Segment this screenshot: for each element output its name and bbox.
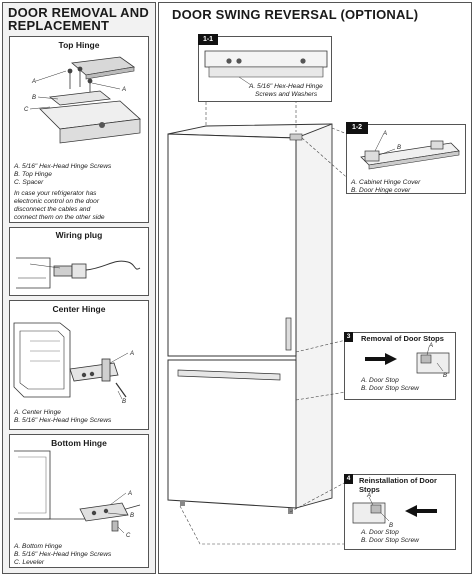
top-hinge-callout-a2: A (121, 87, 126, 93)
top-hinge-legend: A. 5/16" Hex-Head Hinge Screws B. Top Hi… (14, 163, 111, 187)
note-line-1: In case your refrigerator has (14, 190, 97, 197)
bottom-hinge-callout-b: B (130, 513, 134, 519)
top-hinge-legend-a: A. 5/16" Hex-Head Hinge Screws (14, 163, 112, 170)
top-hinge-illustration: A B C A (24, 56, 141, 144)
step-1-2-legend: A. Cabinet Hinge Cover B. Door Hinge cov… (351, 179, 420, 195)
step-1-1-legend: A. 5/16" Hex-Head Hinge Screws and Washe… (249, 83, 323, 99)
bottom-hinge-legend-c: C. Leveler (14, 559, 45, 566)
step-4-badge: 4 (344, 474, 353, 484)
step-3-badge: 3 (344, 332, 353, 342)
center-hinge-title: Center Hinge (52, 304, 106, 314)
center-hinge-legend-b: B. 5/16" Hex-Head Hinge Screws (14, 417, 112, 424)
center-hinge-legend-a: A. Center Hinge (14, 409, 61, 416)
step-3-illustration: A B (365, 343, 450, 379)
step-1-2-box: A B A. Cabinet Hinge Cover B. Door Hinge… (346, 124, 466, 194)
step-4-callout-b: B (389, 523, 393, 529)
left-title-line-2: REPLACEMENT (8, 18, 110, 33)
bottom-hinge-callout-a: A (127, 491, 132, 497)
right-panel-title: DOOR SWING REVERSAL (OPTIONAL) (172, 7, 419, 22)
step-4-legend-b: B. Door Stop Screw (361, 537, 419, 544)
top-hinge-note: In case your refrigerator has electronic… (14, 190, 105, 222)
bottom-hinge-legend: A. Bottom Hinge B. 5/16" Hex-Head Hinge … (14, 543, 111, 567)
left-panel-title: DOOR REMOVAL AND REPLACEMENT (8, 6, 149, 32)
step-4-title-line-2: Stops (359, 485, 380, 494)
step-4-legend-a: A. Door Stop (361, 529, 399, 536)
wiring-plug-title: Wiring plug (55, 230, 103, 240)
top-hinge-legend-b: B. Top Hinge (14, 171, 52, 178)
center-hinge-legend: A. Center Hinge B. 5/16" Hex-Head Hinge … (14, 409, 111, 425)
center-hinge-callout-b: B (122, 399, 126, 405)
top-hinge-callout-c: C (24, 107, 29, 113)
bottom-hinge-legend-a: A. Bottom Hinge (14, 543, 63, 550)
step-1-2-legend-a: A. Cabinet Hinge Cover (351, 179, 421, 186)
step-3-title: Removal of Door Stops (361, 334, 444, 343)
step-3-legend-a: A. Door Stop (361, 377, 399, 384)
step-4-title-line-1: Reinstallation of Door (359, 476, 437, 485)
wiring-plug-box: Wiring plug (9, 227, 149, 296)
step-1-1-legend-a2: Screws and Washers (255, 91, 318, 98)
step-1-2-callout-b: B (397, 145, 401, 151)
step-3-callout-b: B (443, 373, 447, 379)
step-4-title: Reinstallation of Door Stops (359, 476, 437, 494)
step-1-2-callout-a: A (382, 131, 387, 137)
step-3-legend-b: B. Door Stop Screw (361, 385, 419, 392)
wiring-plug-illustration (16, 257, 141, 289)
step-3-callout-a: A (428, 343, 433, 349)
note-line-4: connect them on the other side (14, 214, 105, 221)
center-hinge-callout-a: A (129, 351, 134, 357)
bottom-hinge-callout-c: C (126, 533, 131, 539)
top-hinge-legend-c: C. Spacer (14, 179, 44, 186)
center-hinge-box: Center Hinge A B A. Center Hinge B. 5/16… (9, 300, 149, 430)
step-4-illustration: A B (352, 493, 437, 529)
step-4-callout-a: A (366, 493, 371, 499)
bottom-hinge-box: Bottom Hinge A B C A. Bottom Hinge B. 5/… (9, 434, 149, 568)
note-line-3: disconnect the cables and (14, 206, 91, 213)
note-line-2: electronic control on the door (14, 198, 100, 205)
top-hinge-callout-a1: A (31, 79, 36, 85)
step-1-1-legend-a: A. 5/16" Hex-Head Hinge (249, 83, 323, 90)
step-1-2-illustration: A B (360, 131, 460, 170)
step-1-2-badge: 1-2 (346, 122, 368, 134)
step-3-legend: A. Door Stop B. Door Stop Screw (361, 377, 419, 393)
step-1-1-badge: 1-1 (198, 34, 218, 45)
bottom-hinge-illustration: A B C (14, 450, 141, 539)
bottom-hinge-legend-b: B. 5/16" Hex-Head Hinge Screws (14, 551, 112, 558)
step-4-box: Reinstallation of Door Stops A B A. Door… (344, 474, 456, 550)
top-hinge-callout-b: B (32, 95, 36, 101)
step-3-box: Removal of Door Stops A B A. Door Stop B… (344, 332, 456, 400)
left-title-line-1: DOOR REMOVAL AND (8, 5, 149, 20)
step-4-legend: A. Door Stop B. Door Stop Screw (361, 529, 419, 545)
step-1-1-box: A. 5/16" Hex-Head Hinge Screws and Washe… (198, 36, 332, 102)
step-1-2-legend-b: B. Door Hinge cover (351, 187, 411, 194)
center-hinge-illustration: A B (13, 322, 134, 405)
step-1-1-illustration (204, 50, 328, 86)
top-hinge-box: Top Hinge A B C A A. 5/16" Hex-Head Hing… (9, 36, 149, 223)
bottom-hinge-title: Bottom Hinge (51, 438, 107, 448)
top-hinge-title: Top Hinge (58, 40, 100, 50)
